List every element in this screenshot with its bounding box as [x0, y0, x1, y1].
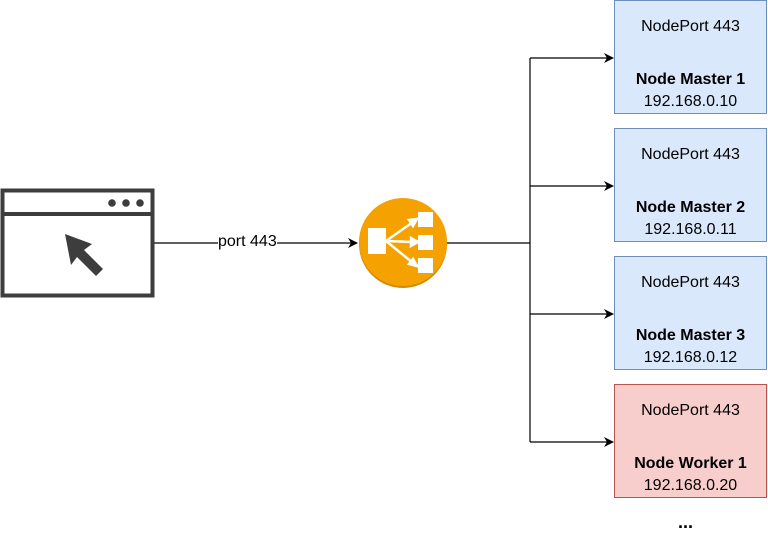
node-name: Node Master 2 [635, 199, 746, 216]
load-balancer-icon [358, 198, 448, 293]
node-master-3: NodePort 443 Node Master 3 192.168.0.12 [614, 256, 767, 370]
more-nodes-ellipsis: ... [678, 512, 694, 532]
node-name: Node Worker 1 [634, 455, 747, 472]
node-ip: 192.168.0.20 [643, 477, 738, 494]
node-ip: 192.168.0.12 [643, 349, 738, 366]
node-ip: 192.168.0.10 [643, 93, 738, 110]
browser-window-cursor-icon [0, 188, 156, 303]
node-port-label: NodePort 443 [641, 402, 740, 419]
edge-label-port: port 443 [218, 233, 277, 251]
node-master-2: NodePort 443 Node Master 2 192.168.0.11 [614, 128, 767, 242]
node-name: Node Master 1 [635, 71, 746, 88]
node-worker-1: NodePort 443 Node Worker 1 192.168.0.20 [614, 384, 767, 498]
node-port-label: NodePort 443 [641, 18, 740, 35]
node-port-label: NodePort 443 [641, 274, 740, 291]
node-port-label: NodePort 443 [641, 146, 740, 163]
node-master-1: NodePort 443 Node Master 1 192.168.0.10 [614, 0, 767, 114]
node-ip: 192.168.0.11 [644, 221, 737, 238]
node-name: Node Master 3 [635, 327, 746, 344]
